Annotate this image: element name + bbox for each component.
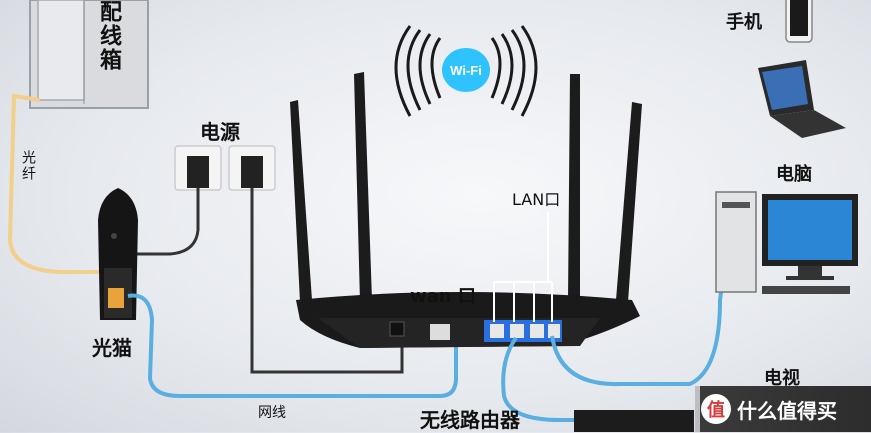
power-socket-left <box>174 145 222 191</box>
laptop-icon <box>758 60 846 138</box>
tv-label: 电视 <box>764 368 800 389</box>
watermark-logo: 值 <box>701 394 731 424</box>
network-cable-pc <box>550 269 726 387</box>
lan-bracket <box>493 212 553 322</box>
fiber-cable <box>7 93 100 274</box>
network-cable-wan <box>127 293 458 398</box>
modem-icon <box>98 188 138 320</box>
fiber-label: 光纤 <box>20 150 36 182</box>
network-cable-label: 网线 <box>258 405 286 421</box>
lan-port-label: LAN口 <box>512 190 561 209</box>
phone-icon <box>785 0 813 43</box>
power-label: 电源 <box>200 120 240 144</box>
watermark: 值 什么值得买 <box>695 386 871 432</box>
modem-label: 光猫 <box>92 336 132 360</box>
distribution-box-label: 配线箱 <box>96 0 121 72</box>
power-socket-right <box>228 145 276 191</box>
computer-label: 电脑 <box>776 164 812 185</box>
power-cable-modem <box>122 188 200 256</box>
distribution-box <box>29 0 149 109</box>
router-antennas <box>290 72 642 302</box>
router-icon <box>296 292 640 348</box>
desktop-computer-icon <box>715 191 858 294</box>
router-label: 无线路由器 <box>420 408 520 432</box>
power-cable-router <box>250 188 404 374</box>
watermark-text: 什么值得买 <box>737 398 837 423</box>
wan-port-label: wan 口 <box>410 286 476 307</box>
phone-label: 手机 <box>726 12 762 33</box>
wifi-badge-text: Wi-Fi <box>450 63 482 78</box>
wifi-icon: Wi-Fi <box>394 25 538 117</box>
network-cable-tv <box>501 336 600 422</box>
